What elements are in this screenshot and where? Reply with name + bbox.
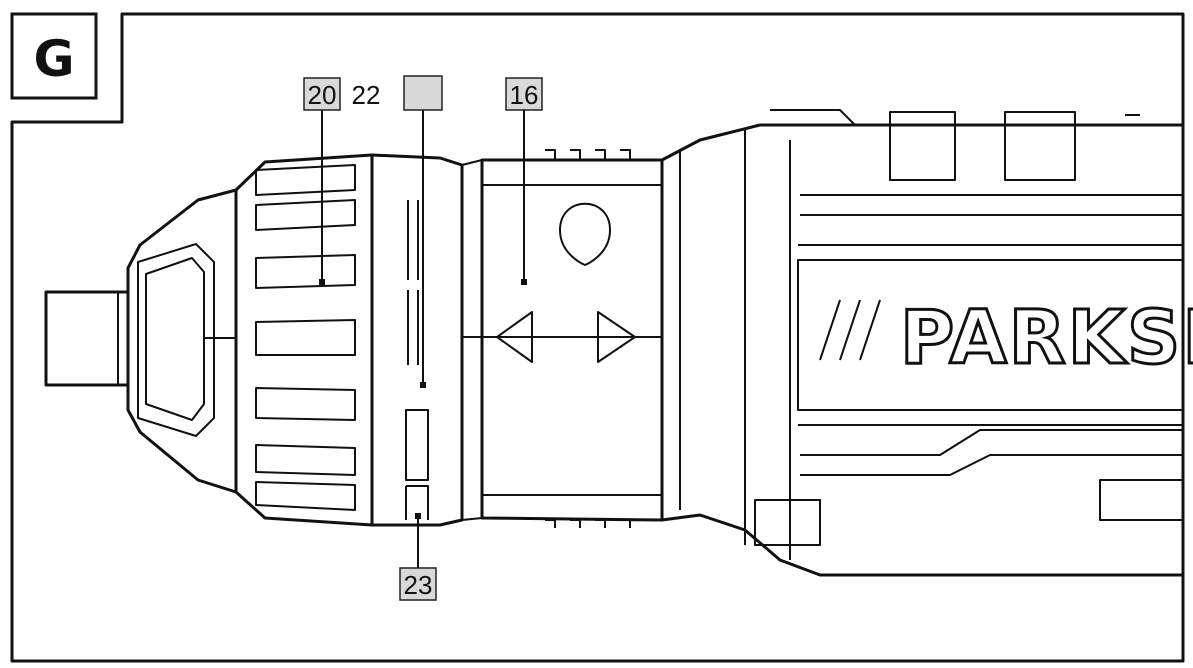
svg-text:20: 20 — [308, 80, 337, 110]
bit-holder — [44, 290, 130, 387]
gear-housing — [480, 158, 664, 522]
main-body — [660, 123, 1185, 577]
brand-text: PARKSI — [900, 295, 1193, 381]
callout-16: 16 — [505, 77, 543, 285]
drill-illustration: PARKSI — [44, 109, 1193, 577]
nose-cone — [126, 188, 238, 494]
svg-text:23: 23 — [404, 570, 433, 600]
svg-text:16: 16 — [510, 80, 539, 110]
panel-letter: G — [33, 30, 74, 88]
brand-slashes — [819, 299, 881, 361]
callout-22: 22 — [352, 80, 381, 110]
callout-20: 20 — [303, 77, 341, 285]
diagram-frame — [10, 12, 1185, 663]
panel-label-box — [10, 12, 98, 100]
arrow-right-icon — [597, 311, 636, 363]
arrow-left-icon — [496, 311, 533, 363]
callout-23: 23 — [399, 513, 437, 601]
rotation-indicator-knob — [559, 202, 611, 266]
panel-label: G — [10, 12, 98, 100]
callout-blank — [403, 75, 443, 388]
brand-panel — [797, 259, 1184, 411]
svg-text:22: 22 — [352, 80, 381, 110]
